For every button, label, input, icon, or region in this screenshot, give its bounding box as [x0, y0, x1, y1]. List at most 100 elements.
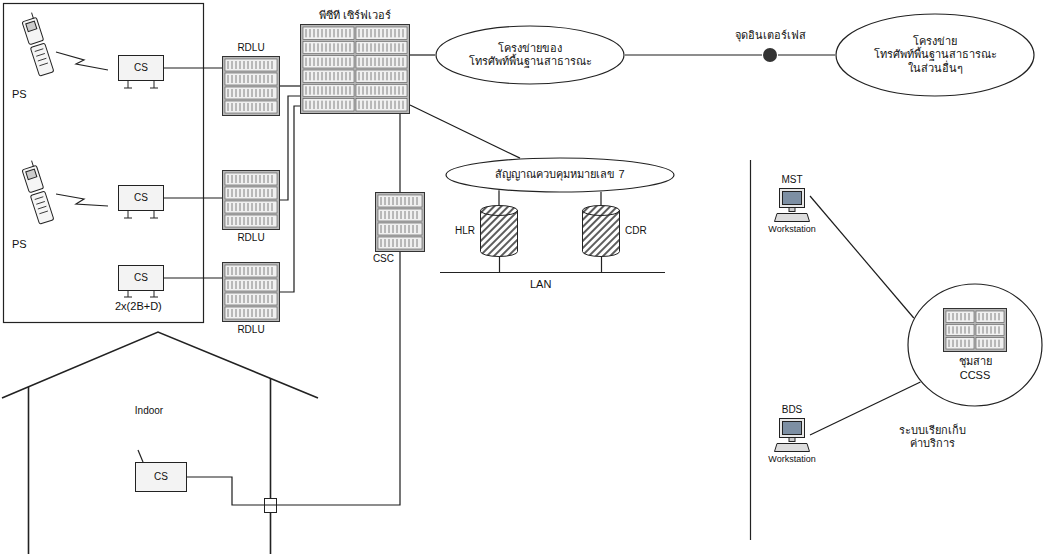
- workstation-label: BDS: [782, 404, 803, 416]
- cs-unit: CS: [135, 462, 187, 492]
- rack-module: [225, 201, 277, 213]
- rack-slots: [228, 309, 272, 317]
- monitor: [780, 419, 805, 438]
- pct-server-label: พีซีที เซิร์ฟเวอร์: [319, 9, 391, 22]
- rack-module: [378, 195, 422, 207]
- shape-outline: [774, 188, 810, 222]
- rack-slots: [228, 203, 272, 211]
- cs-unit-label: CS: [134, 272, 148, 284]
- csc-rack: CSC: [375, 192, 425, 252]
- keyboard: [775, 214, 810, 222]
- rack-slots: [359, 29, 403, 37]
- interface-point-label: จุดอินเตอร์เฟส: [735, 29, 806, 42]
- house: CSIndoor: [30, 395, 268, 554]
- rack-module: [378, 209, 422, 221]
- rack-module: [303, 70, 354, 82]
- switch-ellipse-label: ชุมสาย CCSS: [959, 355, 992, 381]
- handset-keys: [35, 197, 48, 214]
- database-cylinder: CDR: [582, 205, 620, 257]
- rack-slots: [381, 225, 417, 233]
- rack-module: [303, 27, 354, 39]
- text-line: ชุมสาย: [959, 355, 992, 368]
- handset-icon: [20, 12, 54, 77]
- connector: [625, 54, 762, 55]
- monitor-stand: [789, 438, 795, 442]
- rack-frame: [301, 25, 410, 114]
- switch-ellipse: ชุมสาย CCSS: [907, 283, 1043, 407]
- text-line: CCSS: [959, 369, 992, 382]
- cylinder-body: [481, 210, 518, 257]
- rack-slots: [228, 267, 272, 275]
- cylinder-top: [583, 206, 620, 216]
- rack-slots: [381, 239, 417, 247]
- rack-module: [225, 87, 277, 99]
- rack-slots: [228, 75, 272, 83]
- rack-slots: [228, 281, 272, 289]
- shape-outline: [222, 56, 280, 116]
- rack-module: [356, 41, 407, 53]
- shape-outline: [582, 205, 620, 257]
- rdlu-rack: RDLU: [222, 56, 280, 116]
- network-ellipse: โครงข่ายของ โทรศัพท์พื้นฐานสาธารณะ: [435, 25, 625, 85]
- rack-slots: [306, 86, 350, 94]
- rdlu-rack-label: RDLU: [237, 324, 264, 336]
- lan-bus: [440, 257, 665, 273]
- network-ellipse-label: โครงข่ายของ โทรศัพท์พื้นฐานสาธารณะ: [469, 42, 592, 68]
- rack-slots: [359, 58, 403, 66]
- cs-unit: CS: [118, 185, 164, 211]
- rack-module: [356, 70, 407, 82]
- rack-slots: [949, 313, 969, 320]
- rack-slots: [381, 197, 417, 205]
- ellipse-outline: [908, 284, 1042, 406]
- rack-module: [356, 27, 407, 39]
- radio-link: [56, 194, 108, 206]
- handset-antenna: [32, 13, 34, 19]
- rack-slots: [306, 43, 350, 51]
- handset-antenna: [32, 161, 34, 167]
- cs-unit-label: CS: [154, 471, 168, 483]
- rack-module: [976, 325, 1004, 336]
- workstation-label: MST: [781, 174, 802, 186]
- text-line: โครงข่ายของ: [469, 42, 592, 55]
- rack-module: [225, 173, 277, 185]
- shape-outline: [375, 192, 425, 252]
- rack-module: [225, 215, 277, 227]
- handset-flap: [22, 17, 44, 44]
- workstation-caption: Workstation: [768, 454, 815, 465]
- rack-frame: [944, 309, 1007, 352]
- workstation: BDSWorkstation: [774, 418, 810, 452]
- monitor-screen: [783, 192, 802, 205]
- connector: [187, 252, 400, 505]
- rack-module: [946, 325, 974, 336]
- ellipse-outline: [436, 26, 624, 84]
- interface-dot: [763, 48, 777, 62]
- rack-slots: [979, 340, 999, 347]
- rack-module: [356, 56, 407, 68]
- network-ellipse-label: โครงข่าย โทรศัพท์พื้นฐานสาธารณะ ในส่วนอื…: [874, 35, 997, 75]
- rack-module: [303, 84, 354, 96]
- rack-frame: [223, 57, 280, 116]
- rack-module: [225, 307, 277, 319]
- cs-unit: CS: [118, 55, 164, 81]
- connector: [164, 277, 222, 278]
- keyboard: [775, 444, 810, 452]
- rack-module: [303, 99, 354, 111]
- rack-slots: [306, 58, 350, 66]
- connector: [399, 114, 400, 192]
- cylinder-body: [583, 210, 620, 257]
- shape-outline: [480, 205, 518, 257]
- text-line: โทรศัพท์พื้นฐานสาธารณะ: [469, 55, 592, 68]
- rack-frame: [223, 171, 280, 230]
- rack-module: [356, 84, 407, 96]
- cs-unit-label: CS: [134, 192, 148, 204]
- rack-module: [225, 73, 277, 85]
- rack-slots: [979, 327, 999, 334]
- handset-screen: [26, 21, 37, 31]
- ellipse-outline: [836, 14, 1034, 96]
- monitor: [780, 189, 805, 208]
- connector: [280, 96, 300, 200]
- connector: [600, 192, 601, 205]
- handset-body: [30, 191, 54, 224]
- rack-slots: [306, 72, 350, 80]
